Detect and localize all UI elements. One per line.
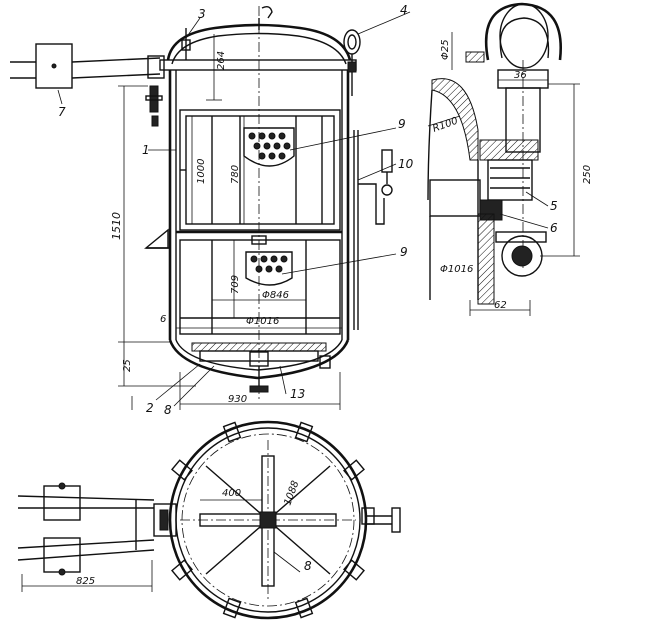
dim-1000: 1000	[196, 159, 207, 184]
callout-6: 6	[550, 221, 558, 235]
dim-36: 36	[514, 70, 527, 81]
callout-4: 4	[400, 3, 408, 17]
callout-5: 5	[550, 199, 558, 213]
dim-1016-main: Φ1016	[246, 316, 279, 327]
dim-25: 25	[122, 359, 133, 372]
dim-6: 6	[160, 314, 166, 325]
callout-1: 1	[142, 143, 150, 157]
dim-1016-detail: Φ1016	[440, 264, 473, 275]
callout-8-plan: 8	[304, 559, 312, 573]
front-section-view	[10, 5, 393, 400]
front-view-leader-lines	[57, 11, 411, 407]
callout-9-upper: 9	[398, 117, 406, 131]
dim-780: 780	[230, 165, 241, 184]
dim-25-detail: Φ25	[440, 39, 451, 60]
callout-2: 2	[146, 401, 154, 415]
callout-3: 3	[198, 7, 206, 21]
dim-250: 250	[582, 165, 593, 184]
plan-view	[17, 420, 401, 620]
lifting-eye-detail-view	[427, 2, 580, 316]
dim-709: 709	[230, 275, 241, 294]
dim-930: 930	[228, 394, 247, 405]
dim-r100: R100	[431, 116, 459, 135]
dim-825: 825	[76, 576, 95, 587]
front-view-dimension-lines	[118, 34, 342, 410]
callout-8-front: 8	[164, 403, 172, 417]
callout-7: 7	[58, 105, 66, 119]
dim-62: 62	[494, 300, 507, 311]
dim-846: Φ846	[262, 290, 289, 301]
dim-400: 400	[222, 488, 241, 499]
callout-labels: 1 2 3 4 5 6 7 8 8 9 9 10 13	[58, 3, 558, 573]
dim-264: 264	[216, 51, 227, 70]
dim-1510: 1510	[110, 212, 123, 240]
callout-10: 10	[398, 157, 414, 171]
callout-9-lower: 9	[400, 245, 408, 259]
callout-13: 13	[290, 387, 305, 401]
